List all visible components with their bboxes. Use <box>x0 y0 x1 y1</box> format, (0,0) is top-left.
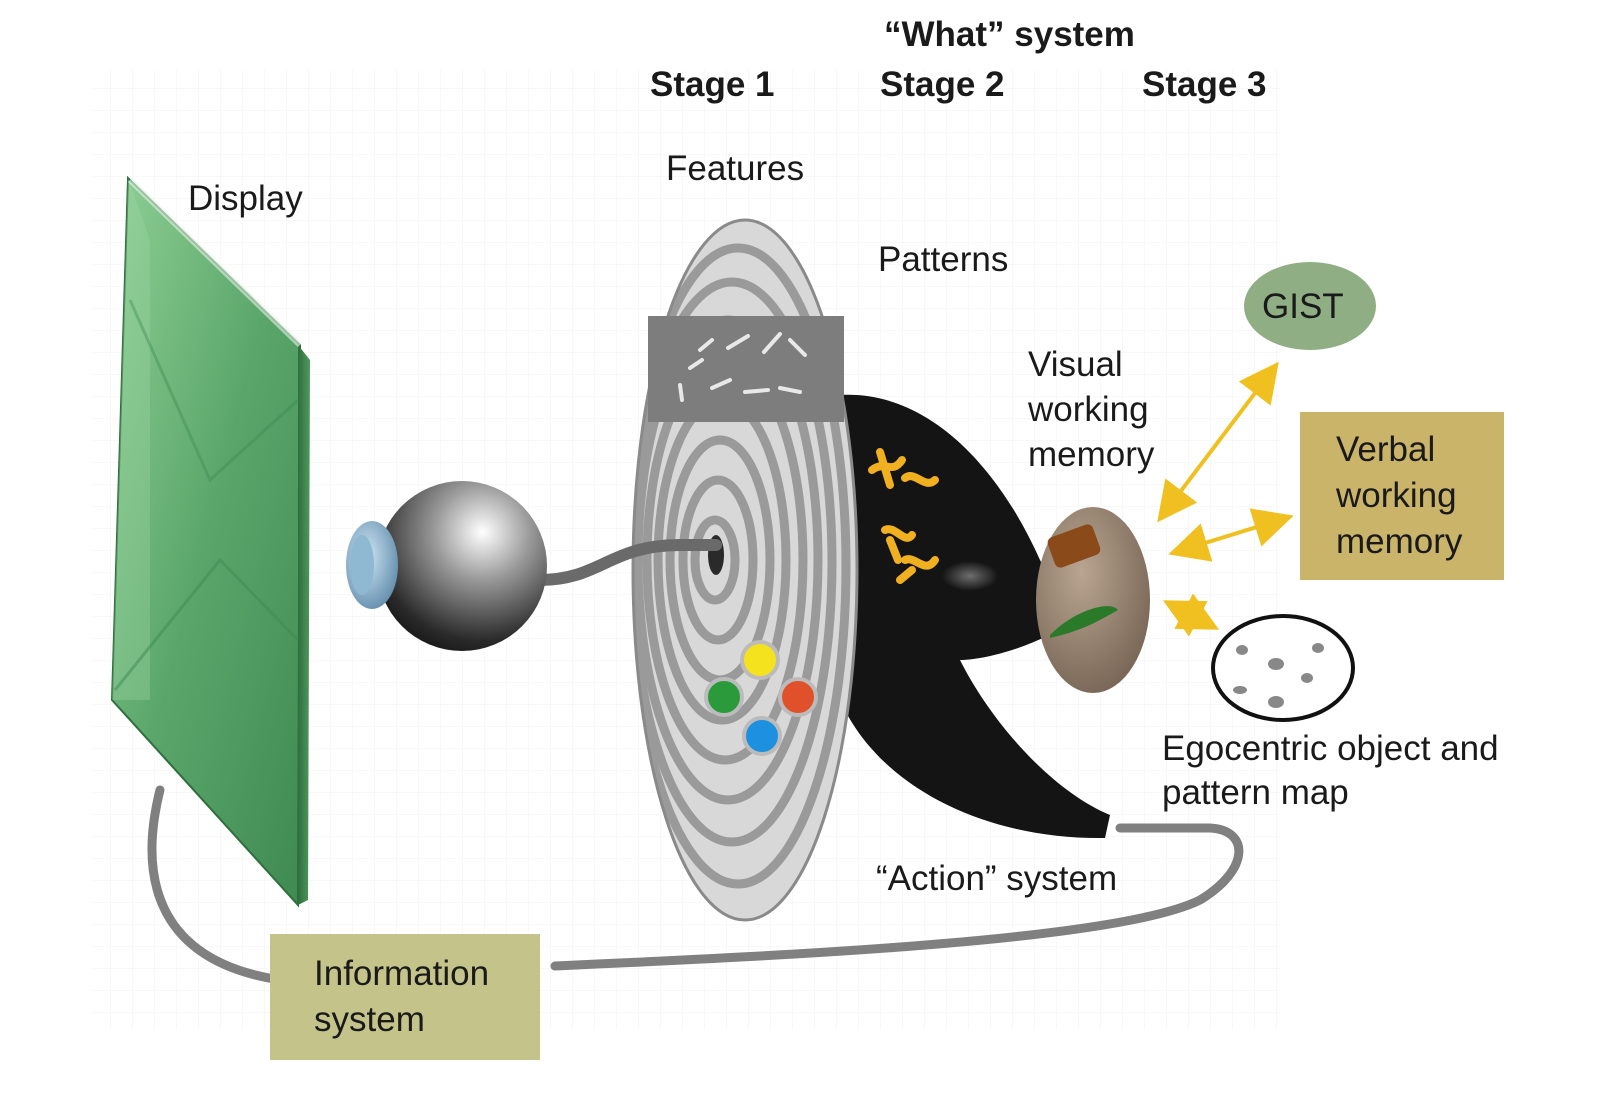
verbal-wm-box-text: Verbal working memory <box>1300 412 1504 580</box>
funnel-shape <box>840 394 1110 839</box>
display-label: Display <box>188 179 303 218</box>
display-panel <box>110 175 310 908</box>
visual-wm-label-line2: working <box>1028 390 1149 429</box>
egocentric-label-line2: pattern map <box>1162 773 1349 812</box>
connector-info-to-action <box>550 823 1244 971</box>
egocentric-label-line1: Egocentric object and <box>1162 729 1499 768</box>
visual-wm-oval <box>1036 507 1150 693</box>
visual-wm-label-line3: memory <box>1028 435 1155 474</box>
information-system-box <box>270 934 540 1060</box>
what-system-label: “What” system <box>884 15 1135 54</box>
connector-display-to-info <box>147 785 285 985</box>
egocentric-map <box>1211 614 1355 722</box>
gist-label: GIST <box>1262 287 1344 326</box>
arrow-to-map <box>1162 593 1220 637</box>
features-label: Features <box>666 149 805 188</box>
visual-wm-label-line1: Visual <box>1028 345 1123 384</box>
eye <box>346 481 722 651</box>
gist-ellipse <box>1244 262 1376 350</box>
stage3-label: Stage 3 <box>1142 65 1267 104</box>
action-system-label: “Action” system <box>876 859 1118 898</box>
arrow-to-verbal <box>1168 508 1294 562</box>
verbal-wm-label: Verbal working memory <box>1336 430 1463 561</box>
arrow-to-gist <box>1157 361 1279 523</box>
information-system-label: Information system <box>314 954 490 1039</box>
stage2-label: Stage 2 <box>880 65 1005 104</box>
stage1-label: Stage 1 <box>650 65 775 104</box>
verbal-wm-box <box>1300 412 1504 580</box>
feature-disc <box>631 218 859 922</box>
patterns-label: Patterns <box>878 240 1009 279</box>
information-system-box-text: Information system <box>270 934 540 1060</box>
